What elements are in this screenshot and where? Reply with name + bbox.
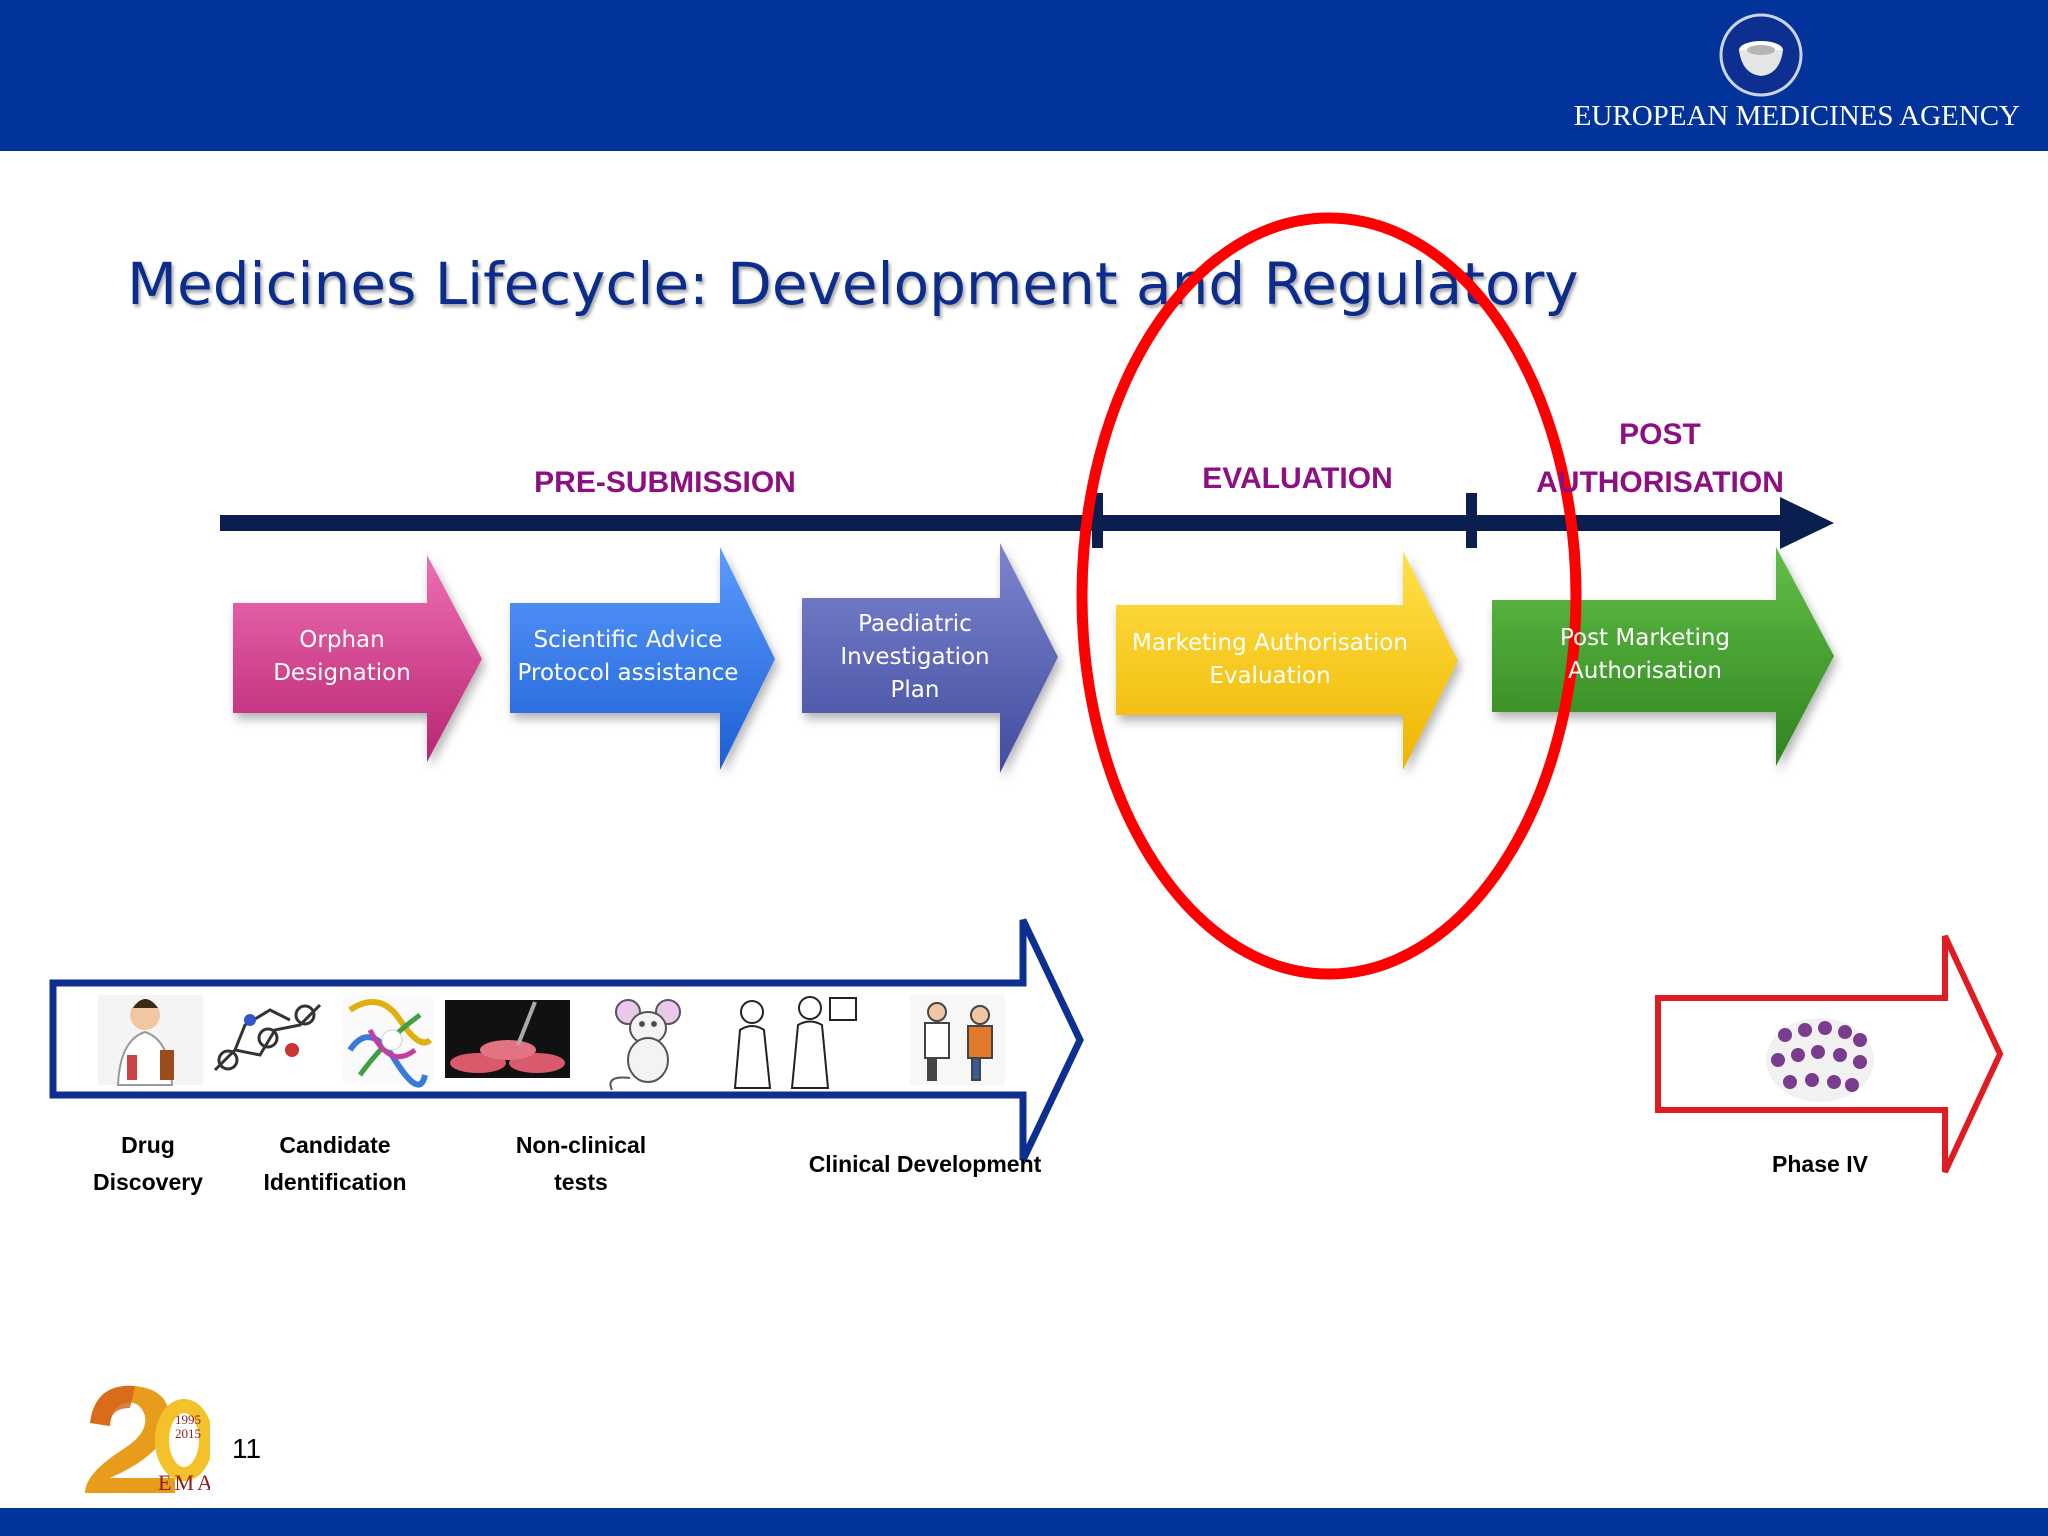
header-bar [0,0,2048,151]
ema-bowl-logo-icon [1719,13,1803,97]
protein-icon [343,995,433,1088]
stage-label-line: Clinical Development [808,1151,1042,1177]
anniv-year-start: 1995 [175,1412,201,1427]
timeline-axis [220,493,1834,549]
arrow-label-line: Plan [890,677,940,703]
phase-label-post-authorisation: POST AUTHORISATION [1500,411,1820,507]
anniv-year-end: 2015 [175,1426,201,1441]
stage-label-candidate-identification: Candidate Identification [250,1127,420,1201]
orphan-designation-label: Orphan Designation [242,624,442,690]
slide-title: Medicines Lifecycle: Development and Reg… [127,250,1579,318]
phase-label-post: POST [1619,418,1701,451]
highlight-circle [1076,212,1582,980]
petri-dish-icon [445,1000,570,1078]
arrow-label-line: Paediatric [858,611,972,637]
stage-label-line: Discovery [93,1169,203,1195]
scientist-icon [98,995,203,1086]
stage-label-line: Identification [263,1169,407,1195]
patients-icon [910,995,1005,1085]
crowd-icon [1766,1018,1874,1102]
arrow-label-line: Investigation [840,644,990,670]
anniv-ema-text: EMA [158,1470,210,1495]
scientific-advice-label: Scientific Advice Protocol assistance [508,624,748,690]
stage-label-non-clinical: Non-clinical tests [500,1127,662,1201]
stage-label-phase-iv: Phase IV [1740,1146,1900,1183]
arrow-label-line: Authorisation [1568,658,1722,684]
arrow-label-line: Protocol assistance [517,660,739,686]
phase-label-evaluation: EVALUATION [1202,462,1393,495]
agency-name: EUROPEAN MEDICINES AGENCY [1573,100,2020,132]
stage-label-line: Non-clinical [515,1132,647,1158]
footer-bar [0,1508,2048,1536]
stage-label-line: Candidate [279,1132,391,1158]
orphan-designation-arrow [233,555,482,762]
arrow-label-line: Scientific Advice [533,627,723,653]
20-years-logo-icon: 1995 2015 EMA [85,1385,210,1495]
page-number: 11 [232,1433,262,1464]
scientific-advice-arrow [510,547,775,770]
arrow-label-line: Marketing Authorisation [1132,630,1408,656]
marketing-authorisation-label: Marketing Authorisation Evaluation [1120,627,1420,693]
stage-label-clinical-development: Clinical Development [790,1146,1060,1183]
stage-label-drug-discovery: Drug Discovery [78,1127,218,1201]
phase-label-pre-submission: PRE-SUBMISSION [534,466,796,499]
molecule-icon [213,1003,322,1072]
arrow-label-line: Post Marketing [1559,625,1731,651]
arrow-label-line: Orphan [299,627,385,653]
marketing-authorisation-arrow [1116,551,1458,770]
arrow-label-line: Designation [273,660,411,686]
post-marketing-label: Post Marketing Authorisation [1515,622,1775,688]
stage-label-line: Phase IV [1772,1151,1868,1177]
paediatric-plan-arrow [802,543,1058,773]
phase-label-authorisation: AUTHORISATION [1536,466,1784,499]
stage-label-line: tests [554,1169,608,1195]
stage-label-line: Drug [121,1132,175,1158]
mouse-icon [609,999,681,1091]
paediatric-plan-label: Paediatric Investigation Plan [805,608,1025,707]
arrow-label-line: Evaluation [1209,663,1331,689]
doctors-icon [718,995,858,1089]
